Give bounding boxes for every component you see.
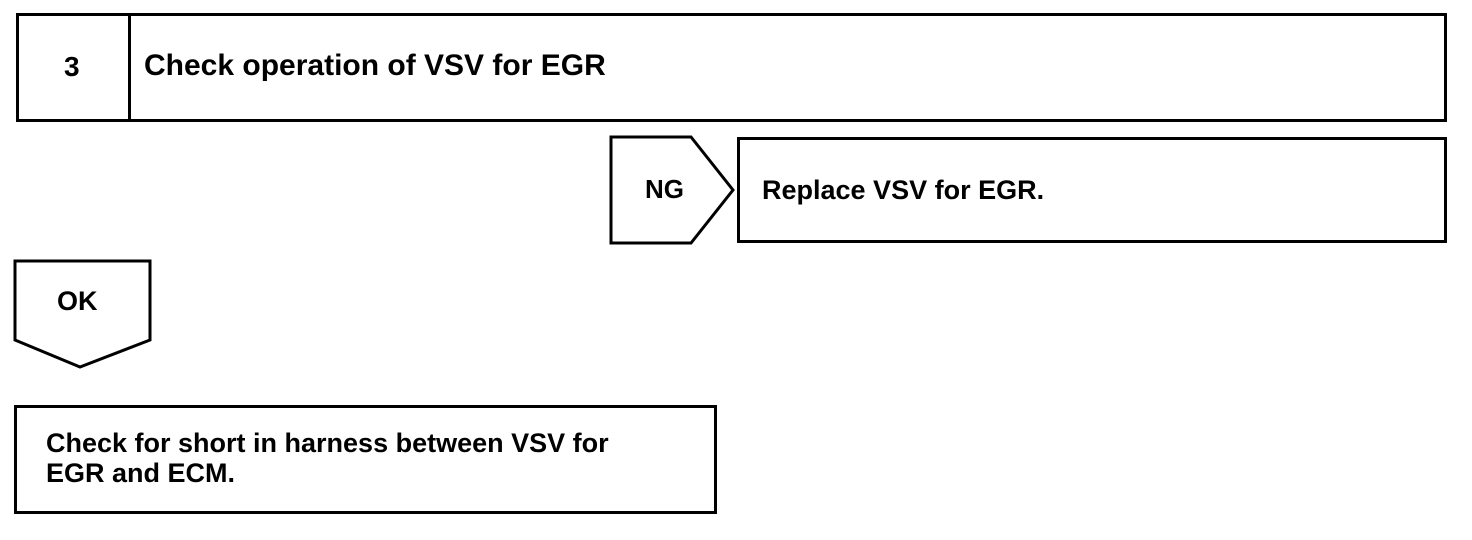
ok-label: OK	[57, 286, 98, 316]
next-step-text-line2: EGR and ECM.	[46, 458, 236, 488]
step-number: 3	[64, 51, 80, 82]
ng-action-box	[737, 137, 1447, 243]
ng-action-text: Replace VSV for EGR.	[762, 175, 1045, 205]
step-number-divider	[128, 13, 131, 122]
step-title: Check operation of VSV for EGR	[144, 49, 606, 82]
step-header-box	[16, 13, 1447, 122]
ng-label: NG	[645, 174, 684, 204]
next-step-box	[14, 405, 717, 514]
next-step-text-line1: Check for short in harness between VSV f…	[46, 428, 609, 458]
